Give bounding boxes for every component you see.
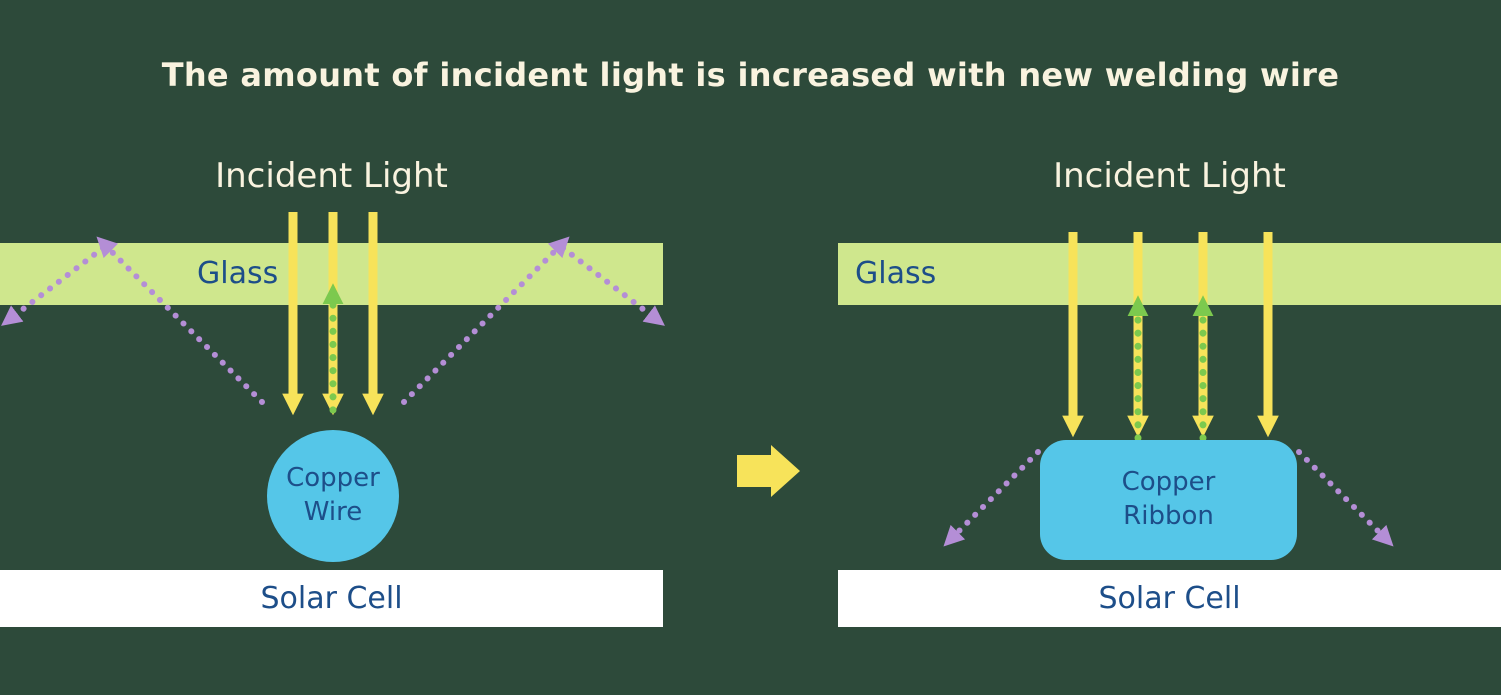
left-incident-light-label: Incident Light bbox=[215, 156, 448, 196]
right-glass-label: Glass bbox=[855, 256, 937, 291]
left-glass-label: Glass bbox=[197, 256, 279, 291]
left-reflected-ray-up-left bbox=[96, 236, 265, 405]
copper-ribbon-rect: Copper Ribbon bbox=[1040, 440, 1297, 560]
right-reflected-ray-left bbox=[943, 449, 1041, 547]
left-reflected-ray-exit-right bbox=[560, 245, 665, 326]
copper-ribbon-label-line2: Ribbon bbox=[1123, 501, 1214, 531]
copper-wire-circle: Copper Wire bbox=[267, 430, 399, 562]
right-solar-cell-label: Solar Cell bbox=[1098, 581, 1241, 616]
right-solar-cell-bar: Solar Cell bbox=[838, 570, 1501, 627]
left-reflected-ray-up-right bbox=[401, 236, 570, 405]
copper-wire-label-line2: Wire bbox=[303, 497, 363, 527]
right-reflected-ray-right bbox=[1296, 449, 1394, 547]
left-solar-cell-label: Solar Cell bbox=[260, 581, 403, 616]
left-reflected-ray-exit-left bbox=[1, 245, 106, 326]
right-glass-band bbox=[838, 243, 1501, 305]
left-solar-cell-bar: Solar Cell bbox=[0, 570, 663, 627]
right-incident-light-label: Incident Light bbox=[1053, 156, 1286, 196]
transition-arrow bbox=[737, 445, 800, 497]
diagram-title: The amount of incident light is increase… bbox=[161, 56, 1340, 94]
copper-wire-label-line1: Copper bbox=[286, 463, 380, 494]
copper-ribbon-label-line1: Copper bbox=[1121, 467, 1216, 498]
